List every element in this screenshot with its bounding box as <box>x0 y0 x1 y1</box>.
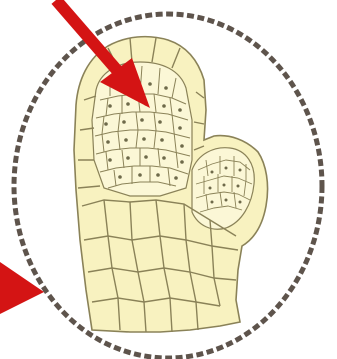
illustration-canvas <box>0 0 337 359</box>
